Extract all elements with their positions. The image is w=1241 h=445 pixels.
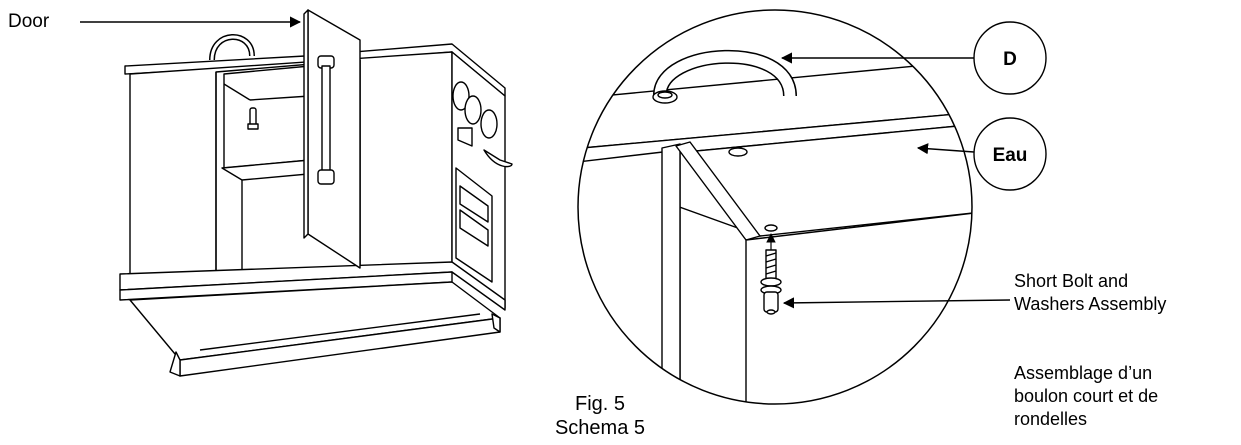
callout-d: D (780, 21, 1047, 95)
caption-line1: Fig. 5 (574, 393, 626, 415)
bolt-label-en-line1: Short Bolt and (1014, 271, 1129, 291)
figure-caption: Fig. 5 Schema 5 (520, 392, 680, 440)
bolt-label-en-line2: Washers Assembly (1014, 294, 1167, 314)
bolt-label-fr-line1: Assemblage d’un (1014, 363, 1153, 383)
callout-d-label: D (1003, 49, 1017, 70)
door-label: Door (8, 11, 50, 32)
bolt-leader (782, 297, 1011, 309)
bolt-label-fr: Assemblage d’un boulon court et de ronde… (1014, 362, 1239, 431)
detail-zoom-circle (577, 9, 973, 405)
callout-eau: Eau (916, 117, 1047, 191)
callout-eau-label: Eau (993, 145, 1028, 166)
bolt-label-fr-line2: boulon court et de (1014, 386, 1159, 406)
appliance-drawing (119, 9, 513, 377)
bolt-label-en: Short Bolt and Washers Assembly (1014, 270, 1239, 316)
caption-line2: Schema 5 (554, 417, 646, 439)
bolt-label-fr-line3: rondelles (1014, 409, 1088, 429)
